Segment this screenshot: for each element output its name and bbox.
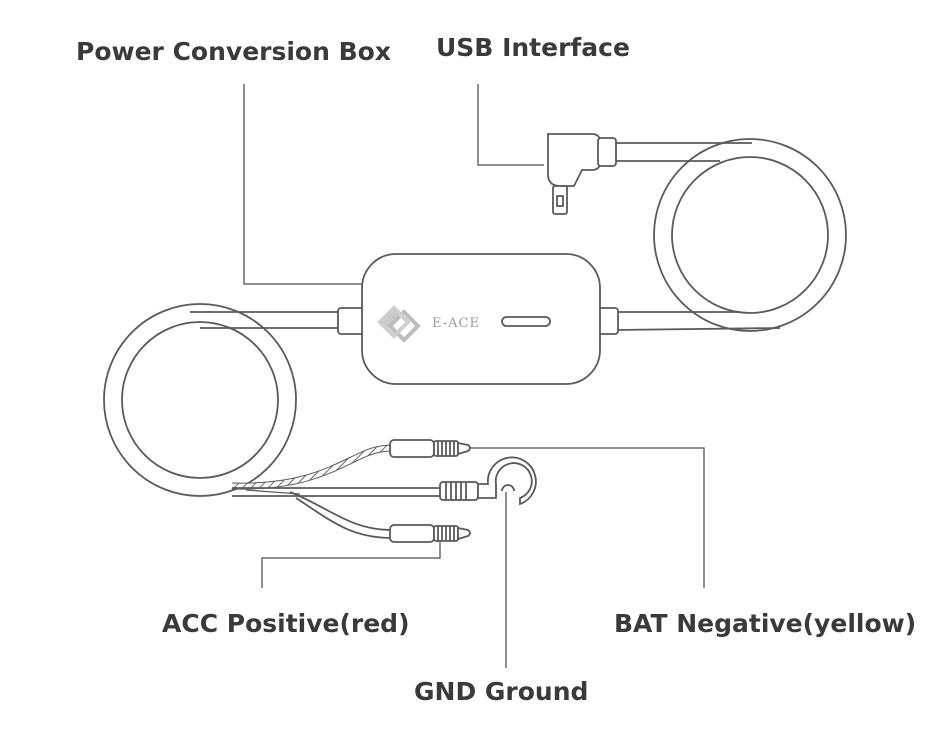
brand-logo-text: E-ACE <box>432 316 480 331</box>
acc-leader-line <box>261 533 441 588</box>
gnd-ground-label: GND Ground <box>414 677 588 706</box>
bat-connector <box>389 439 471 458</box>
power-conversion-box-label: Power Conversion Box <box>76 37 391 66</box>
left-cable-coil <box>103 303 340 497</box>
gnd-ring-terminal <box>439 456 537 506</box>
bat-leader-line <box>470 447 705 588</box>
brand-logo-icon <box>377 305 421 343</box>
box-body <box>361 253 601 385</box>
right-cable-coil <box>614 138 847 332</box>
usb-leader-line <box>477 84 544 166</box>
acc-connector <box>389 524 471 543</box>
usb-interface-label: USB Interface <box>436 33 630 62</box>
power-conversion-box: E-ACE <box>337 253 619 385</box>
usb-connector <box>547 133 617 215</box>
status-indicator-light <box>501 316 551 327</box>
acc-positive-label: ACC Positive(red) <box>162 609 410 638</box>
bat-negative-label: BAT Negative(yellow) <box>614 609 916 638</box>
power-box-leader-line <box>243 84 365 285</box>
lead-wires <box>231 444 442 539</box>
